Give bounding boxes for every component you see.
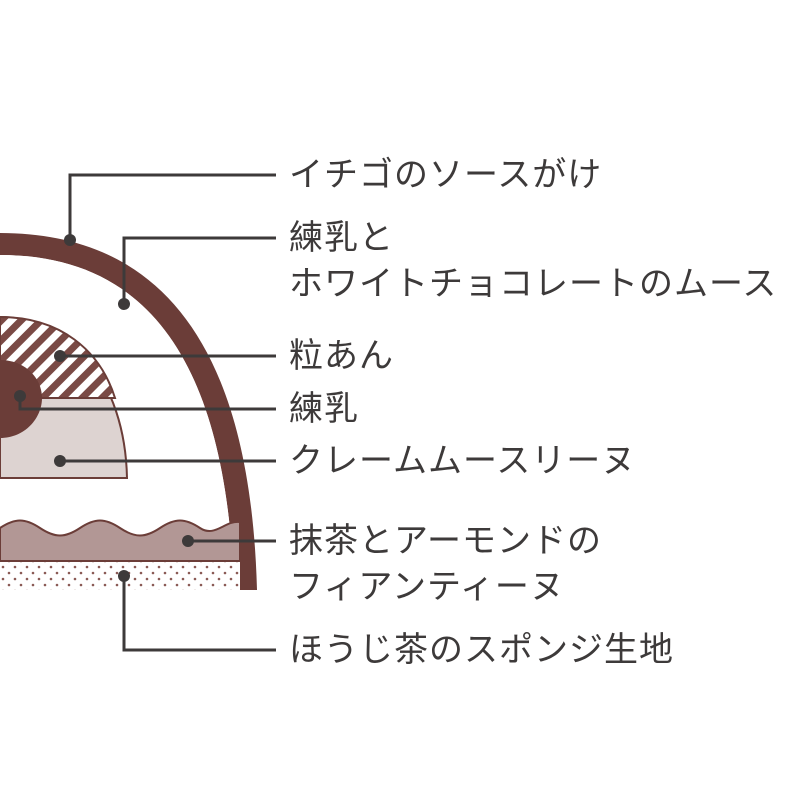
label-financier-line2: フィアンティーヌ [289,567,565,607]
leader-dot-sauce [64,234,76,246]
label-sponge: ほうじ茶のスポンジ生地 [289,630,674,670]
label-cream-mousseline: クレームムースリーヌ [289,441,637,481]
label-financier-line1: 抹茶とアーモンドの [289,521,602,561]
label-mousse-line1: 練乳と [289,218,394,258]
leader-dot-mousse [118,298,130,310]
leader-line-sponge [122,576,276,652]
label-anko: 粒あん [289,336,394,376]
leader-dot-condensed-milk [14,390,26,402]
leader-line-mousse [122,236,276,304]
leader-dot-anko [54,350,66,362]
leader-dot-cream [54,455,66,467]
leader-dot-sponge [118,570,130,582]
matcha-financier-layer [0,519,241,562]
leader-dot-financier [182,535,194,547]
leader-line-sauce [68,173,276,240]
label-mousse-line2: ホワイトチョコレートのムース [289,264,778,304]
label-condensed-milk: 練乳 [289,389,359,429]
label-sauce: イチゴのソースがけ [289,155,603,195]
leader-dots [14,234,194,582]
